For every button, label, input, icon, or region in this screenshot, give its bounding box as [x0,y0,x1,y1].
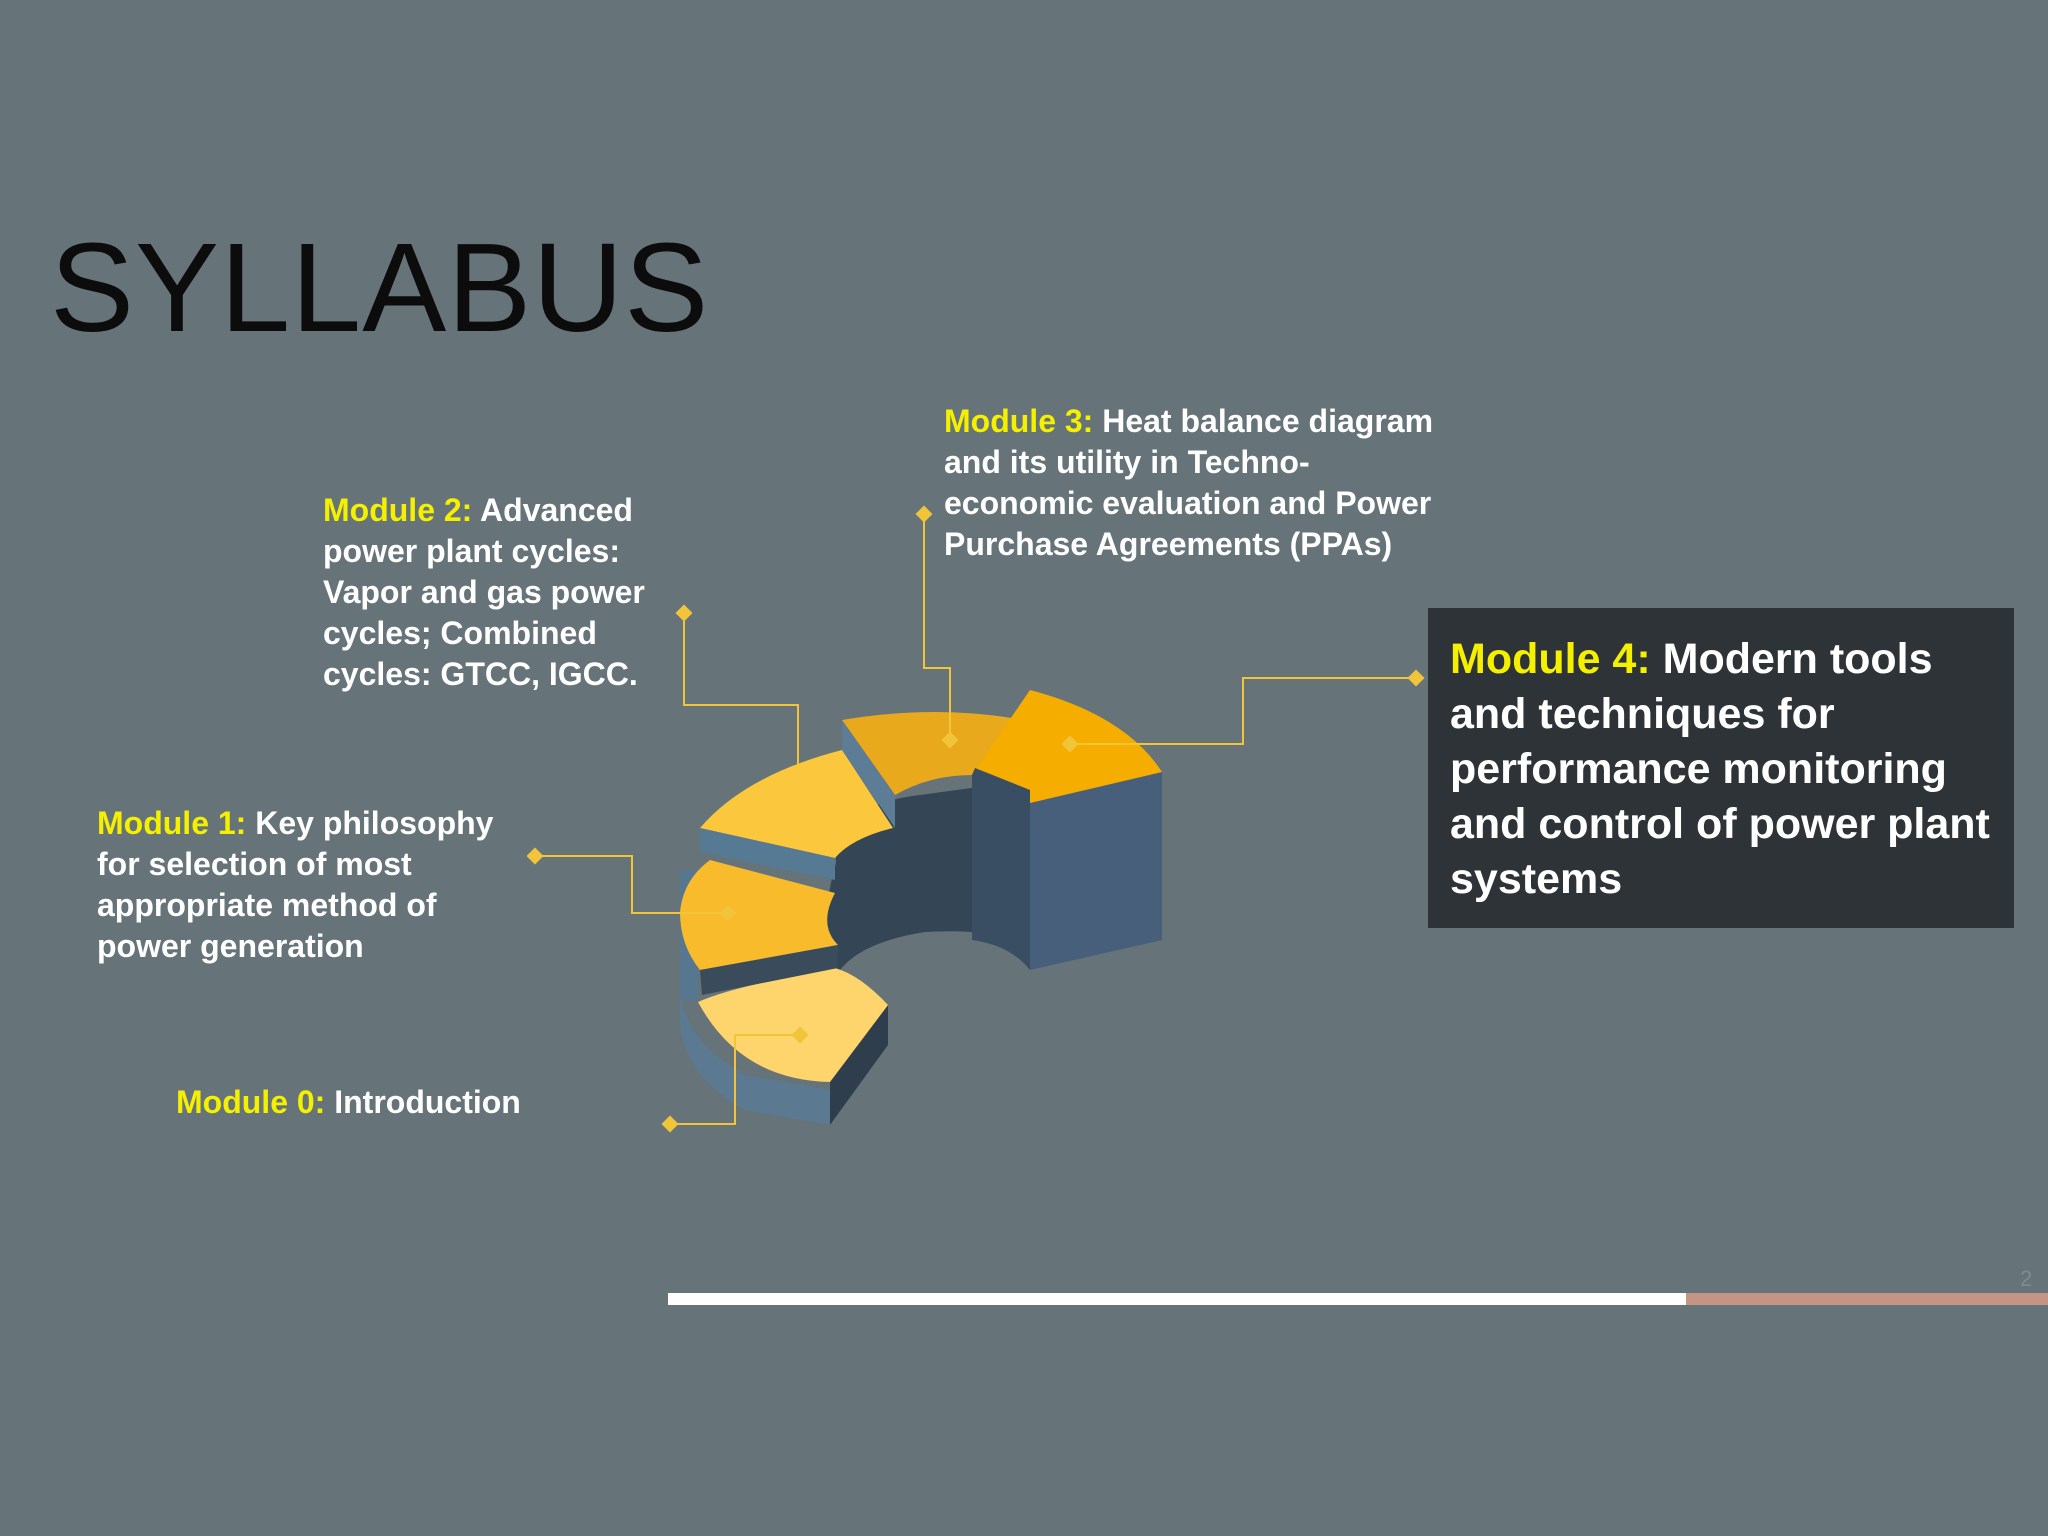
slide-title: SYLLABUS [50,217,710,358]
connector-module-3-end [941,731,959,749]
segment-4-side-wall [1030,772,1162,970]
connector-module-1 [535,855,728,914]
connector-module-0-end [791,1026,809,1044]
segment-2-top [700,750,893,858]
segment-0-front-wall [830,1005,888,1125]
connector-module-4 [1070,677,1416,745]
connector-module-3 [923,514,951,740]
connector-module-1-start [526,847,544,865]
segment-0-top [698,967,888,1082]
module-3-text: Heat balance diagram and its utility in … [944,403,1434,562]
connector-module-4-end [1061,735,1079,753]
module-2-text: Advanced power plant cycles: Vapor and g… [323,492,645,692]
page-number: 2 [2020,1266,2033,1291]
connector-module-0 [670,1034,800,1125]
connector-module-2 [683,613,799,765]
connector-module-4-start [1407,669,1425,687]
connector-module-3-start [915,505,933,523]
connector-module-2-start [675,604,693,622]
module-3-label: Module 3: Heat balance diagram and its u… [944,401,1444,565]
progress-bar-remaining [1686,1293,2048,1305]
module-1-text: Key philosophy for selection of most app… [97,805,494,964]
segment-3-top [842,711,1012,795]
module-1-key: Module 1: [97,805,247,841]
segment-3-side-wall [842,720,895,828]
connector-module-0-start [661,1115,679,1133]
module-0-label: Module 0: Introduction [176,1082,596,1123]
segment-1-top [680,860,838,970]
module-4-label: Module 4: Modern tools and techniques fo… [1450,632,1994,907]
segment-4-front-top [972,768,1030,803]
segment-0-outer-wall [680,987,830,1125]
module-0-text: Introduction [325,1084,521,1120]
module-4-text: Modern tools and techniques for performa… [1450,635,1990,903]
module-4-highlight-box: Module 4: Modern tools and techniques fo… [1428,608,2014,928]
segment-1-bottom-wall [700,945,838,995]
segment-4-inner-wall [972,775,1030,970]
module-1-label: Module 1: Key philosophy for selection o… [97,803,537,967]
module-4-key: Module 4: [1450,635,1651,683]
segment-2-side-wall [700,828,835,880]
connector-module-1-end [719,904,737,922]
module-2-key: Module 2: [323,492,473,528]
module-0-key: Module 0: [176,1084,326,1120]
module-2-label: Module 2: Advanced power plant cycles: V… [323,490,683,695]
module-3-key: Module 3: [944,403,1094,439]
progress-bar-completed [668,1293,1686,1305]
